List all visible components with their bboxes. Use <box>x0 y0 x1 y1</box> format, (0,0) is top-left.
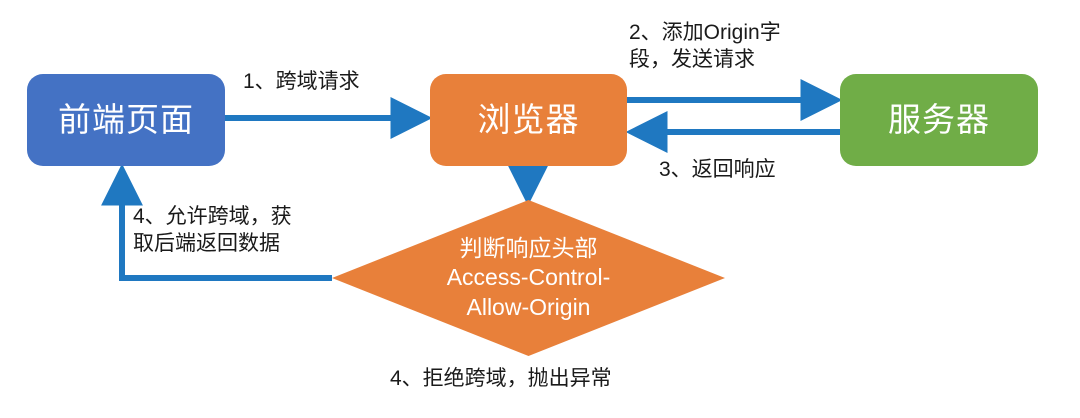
edge-label-step-4-allow: 4、允许跨域，获 取后端返回数据 <box>133 205 292 256</box>
connector-decision-to-frontend <box>101 163 332 281</box>
edge-label-step-1: 1、跨域请求 <box>243 70 360 93</box>
node-server-label: 服务器 <box>888 100 990 138</box>
node-browser-label: 浏览器 <box>477 100 580 138</box>
node-frontend-page-label: 前端页面 <box>58 100 194 138</box>
node-decision-label: 判断响应头部 Access-Control- Allow-Origin <box>332 200 725 356</box>
edge-label-step-2: 2、添加Origin字 段，发送请求 <box>629 21 781 72</box>
node-decision-cors-header[interactable]: 判断响应头部 Access-Control- Allow-Origin <box>332 200 725 356</box>
decision-line-3: Allow-Origin <box>466 293 591 320</box>
node-browser[interactable]: 浏览器 <box>430 74 627 166</box>
edge-label-step-3: 3、返回响应 <box>659 158 776 181</box>
node-frontend-page[interactable]: 前端页面 <box>27 74 225 166</box>
node-server[interactable]: 服务器 <box>840 74 1038 166</box>
decision-line-2: Access-Control- <box>446 264 611 291</box>
edge-label-step-4-reject: 4、拒绝跨域，抛出异常 <box>390 367 612 390</box>
decision-line-1: 判断响应头部 <box>459 234 598 261</box>
